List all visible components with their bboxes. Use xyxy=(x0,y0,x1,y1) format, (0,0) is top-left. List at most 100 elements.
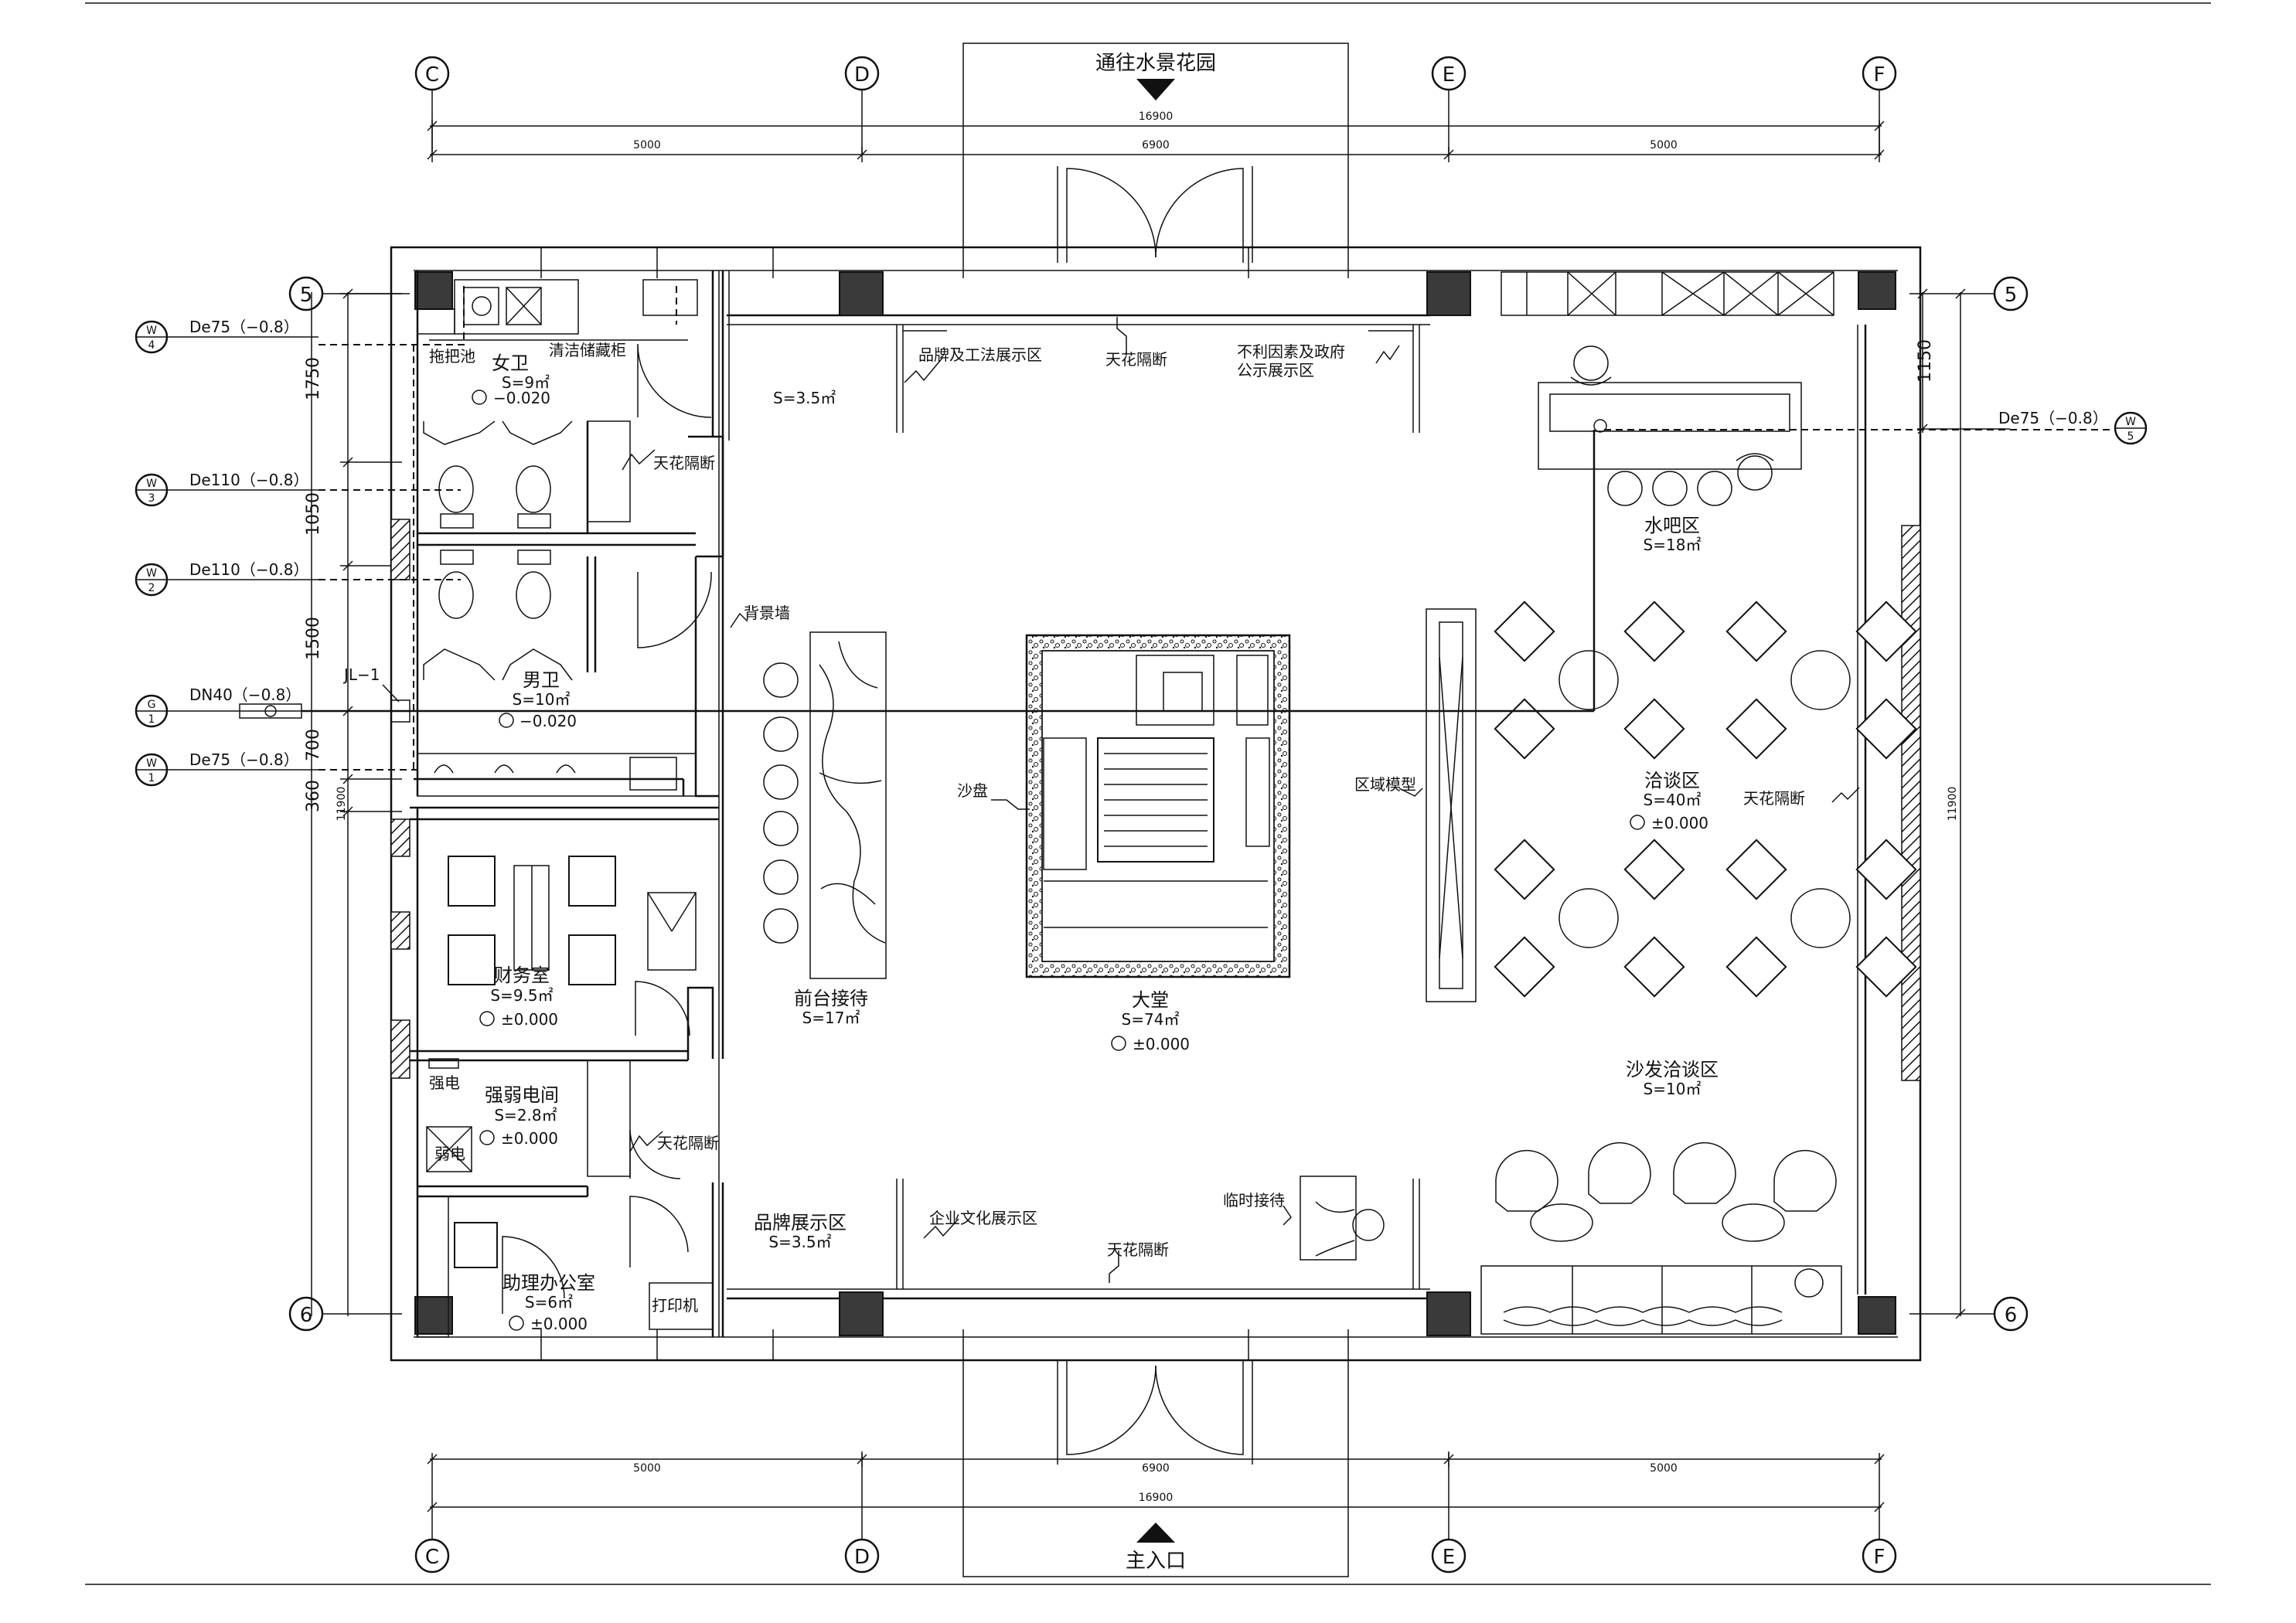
dim-left-360: 360 xyxy=(304,780,323,812)
water-bar-name: 水吧区 xyxy=(1644,515,1700,536)
pipe-w3-code-bottom: 3 xyxy=(148,492,155,505)
garden-entrance: 通往水景花园 xyxy=(962,43,1349,247)
dimensions-top: 16900 5000 6900 5000 xyxy=(427,111,1885,162)
pipe-w4-code-top: W xyxy=(146,325,157,337)
water-bar-counter xyxy=(1538,345,1802,506)
strong-power-label: 强电 xyxy=(429,1073,460,1092)
grid-bubble-bottom-d: D xyxy=(854,1546,870,1569)
dim-bottom-overall: 16900 xyxy=(1139,1492,1174,1504)
lobby-area: S=74㎡ xyxy=(1122,1010,1180,1029)
toilet-icon xyxy=(438,465,474,513)
toilet-icon xyxy=(438,571,474,619)
armchair xyxy=(1773,1149,1837,1212)
pipe-w4-label: De75（−0.8） xyxy=(189,318,299,336)
column xyxy=(1858,271,1896,310)
level-marker-icon xyxy=(509,1315,524,1331)
column xyxy=(839,1291,884,1336)
column xyxy=(839,271,884,316)
column xyxy=(414,1296,453,1335)
dim-top-seg-1: 5000 xyxy=(633,139,661,151)
dim-top-seg-3: 5000 xyxy=(1650,139,1678,151)
dim-left-1500: 1500 xyxy=(304,617,323,660)
lobby-display-partitions xyxy=(896,325,1420,1289)
bar-stool xyxy=(1697,471,1732,506)
negotiation-level: ±0.000 xyxy=(1651,814,1708,832)
negotiation-table-2 xyxy=(1725,601,1917,760)
reception-stool xyxy=(763,811,799,846)
finance-name: 财务室 xyxy=(494,965,550,986)
display-cabinet xyxy=(1501,271,1834,316)
grid-bubble-bottom-c: C xyxy=(425,1546,439,1569)
electrical-area: S=2.8㎡ xyxy=(494,1106,557,1125)
toilet-icon xyxy=(516,465,551,513)
negotiation-table-1 xyxy=(1494,601,1685,760)
womens-wc-area: S=9㎡ xyxy=(502,373,550,392)
grid-bubble-top-d: D xyxy=(854,63,870,87)
sofa-area-area: S=10㎡ xyxy=(1644,1080,1702,1098)
person-icon xyxy=(1352,1209,1385,1241)
main-entrance-label: 主入口 xyxy=(1126,1550,1186,1573)
pipe-w3-code-top: W xyxy=(146,478,157,490)
assistant-office-name: 助理办公室 xyxy=(502,1272,595,1294)
electrical-room-fixtures xyxy=(426,1058,681,1179)
column xyxy=(1426,271,1471,316)
electrical-level: ±0.000 xyxy=(501,1129,558,1148)
electrical-name: 强弱电间 xyxy=(485,1084,559,1106)
main-double-door[interactable] xyxy=(1057,1360,1253,1465)
pipe-w1-label: De75（−0.8） xyxy=(189,750,299,769)
bar-stool xyxy=(1607,471,1643,506)
wc-doors[interactable] xyxy=(637,343,712,648)
dim-right-overall: 11900 xyxy=(1947,787,1959,822)
womens-wc-fixtures xyxy=(417,279,698,529)
callout-ceiling-top: 天花隔断 xyxy=(1105,350,1167,369)
reception-area: S=17㎡ xyxy=(802,1009,860,1027)
level-marker-icon xyxy=(479,1011,495,1026)
level-marker-icon xyxy=(499,713,514,728)
service-block-walls xyxy=(410,270,724,1337)
callout-sand-table: 沙盘 xyxy=(957,781,988,800)
pipe-g1-label: DN40（−0.8） xyxy=(189,686,301,704)
column xyxy=(1858,1296,1896,1335)
finance-office-furniture xyxy=(448,856,697,1036)
column xyxy=(414,271,453,310)
grid-bubble-bottom-e: E xyxy=(1443,1546,1455,1569)
assistant-office-area: S=6㎡ xyxy=(525,1293,573,1312)
callout-adverse-1: 不利因素及政府 xyxy=(1237,342,1345,361)
dim-left-700: 700 xyxy=(304,729,323,761)
garden-entrance-label: 通往水景花园 xyxy=(1095,52,1216,75)
pipe-w2-label: De110（−0.8） xyxy=(189,560,308,579)
pipe-w3: W 3 De110（−0.8） xyxy=(135,471,461,507)
lobby-level: ±0.000 xyxy=(1133,1035,1190,1053)
main-entrance: 主入口 xyxy=(962,1360,1349,1577)
armchair xyxy=(1588,1142,1651,1204)
dimensions-right: 1150 11900 xyxy=(1916,288,2010,1319)
reception-stool xyxy=(763,859,799,895)
grid-bubble-top-f: F xyxy=(1874,63,1886,87)
callout-regional-model: 区域模型 xyxy=(1354,775,1416,794)
pipe-w1: W 1 De75（−0.8） xyxy=(135,750,417,787)
printer-label: 打印机 xyxy=(652,1296,698,1315)
grid-bubble-right-6: 6 xyxy=(2005,1304,2018,1327)
pipe-w1-code-bottom: 1 xyxy=(148,772,155,784)
pipe-w5-code-top: W xyxy=(2125,416,2136,428)
pipe-w5: W 5 De75（−0.8） xyxy=(1604,409,2148,445)
pipe-w4-code-bottom: 4 xyxy=(148,339,155,352)
facade-panels xyxy=(390,519,1921,1081)
grid-bubble-top-e: E xyxy=(1443,63,1455,87)
weak-power-label: 弱电 xyxy=(434,1145,465,1163)
sand-table xyxy=(1025,634,1291,978)
level-marker-icon xyxy=(1630,815,1645,830)
pipe-w4: W 4 De75（−0.8） xyxy=(135,318,465,354)
dim-top-overall: 16900 xyxy=(1139,111,1174,123)
pipe-g1: G 1 DN40（−0.8） JL−1 xyxy=(135,430,1596,728)
regional-model xyxy=(1426,608,1477,1002)
callout-ceiling-wc: 天花隔断 xyxy=(653,454,715,472)
level-marker-icon xyxy=(479,1130,495,1145)
water-bar-area: S=18㎡ xyxy=(1644,536,1702,554)
dimensions-bottom: 5000 6900 5000 16900 xyxy=(427,1451,1885,1512)
mens-wc-level: −0.020 xyxy=(519,712,577,730)
negotiation-table-4 xyxy=(1725,839,1917,998)
finance-level: ±0.000 xyxy=(501,1010,558,1029)
brand-display-bottom-name: 品牌展示区 xyxy=(754,1212,847,1233)
